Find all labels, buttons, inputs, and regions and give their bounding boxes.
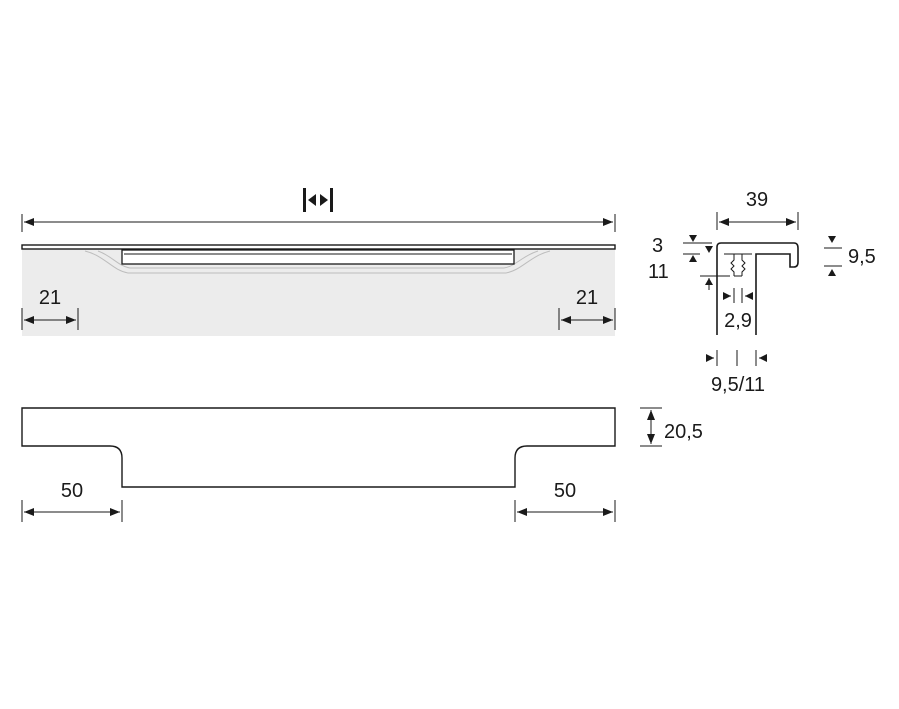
- dim-3: 3: [652, 235, 663, 257]
- dim-21-left: 21: [39, 287, 61, 309]
- dim-50-left: 50: [61, 480, 83, 502]
- dim-21-right: 21: [576, 287, 598, 309]
- dim-20-5: 20,5: [664, 421, 703, 443]
- profile-slot: [730, 254, 746, 276]
- handle-top-plate: [21, 244, 616, 250]
- dim-9-5: 9,5: [848, 246, 876, 268]
- recess-edge-left: [84, 250, 551, 274]
- dim-50-right: 50: [554, 480, 576, 502]
- profile-view: 39 3 11 9,5 2,9 9,5/11: [648, 189, 876, 396]
- dim-2-9: 2,9: [724, 310, 752, 332]
- recess-edge-inner: [97, 250, 539, 269]
- handle-front-outline: [21, 407, 616, 488]
- dim-39: 39: [746, 189, 768, 211]
- profile-outline: [716, 242, 799, 335]
- dim-9-5-11: 9,5/11: [711, 374, 765, 396]
- handle-slot: [121, 249, 515, 265]
- top-view: 21 21: [21, 188, 616, 336]
- variable-length-icon: [303, 188, 333, 212]
- front-view: 20,5 50 50: [21, 407, 703, 522]
- dim-11: 11: [648, 261, 669, 283]
